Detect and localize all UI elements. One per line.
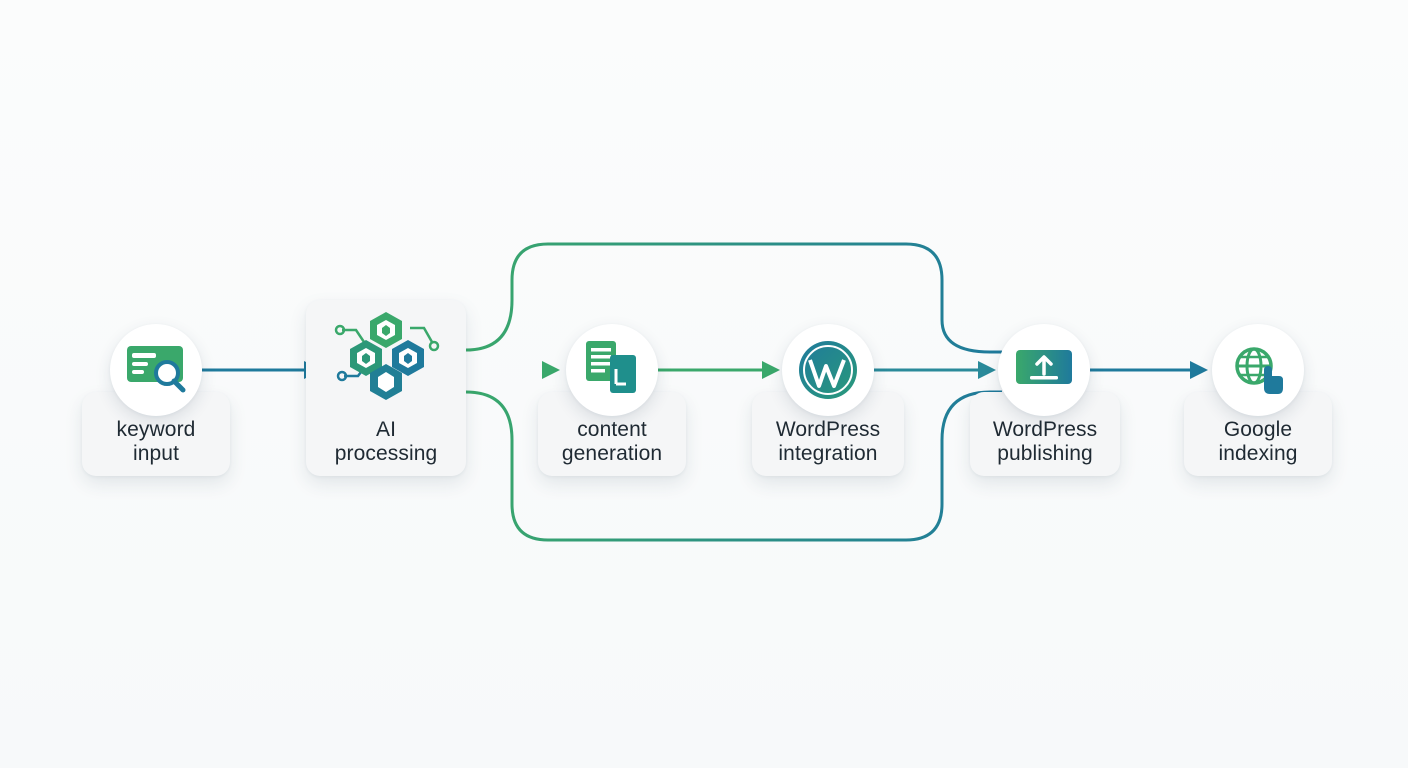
node-label: AI processing — [334, 418, 438, 465]
node-label: keyword input — [116, 418, 196, 465]
arrowhead-integration-to-publishing — [978, 361, 996, 379]
ai-hexagon-network-icon — [334, 312, 440, 400]
loop-bottom-connector — [465, 390, 1002, 542]
keyword-search-icon — [127, 346, 186, 393]
icon-circle — [1212, 324, 1304, 416]
icon-circle — [998, 324, 1090, 416]
loop-top-connector — [465, 242, 1002, 354]
card: WordPress integration — [752, 392, 904, 476]
card: keyword input — [82, 392, 230, 476]
arrowhead-ai-to-content — [542, 361, 560, 379]
arrowhead-publishing-to-indexing — [1190, 361, 1208, 379]
arrowhead-content-to-integration — [762, 361, 780, 379]
documents-icon — [586, 341, 636, 393]
node-label: WordPress publishing — [992, 418, 1098, 465]
globe-pointer-icon — [1235, 347, 1283, 394]
node-label: WordPress integration — [775, 418, 881, 465]
upload-icon — [1016, 350, 1072, 384]
icon-circle — [110, 324, 202, 416]
wordpress-logo-icon — [799, 341, 857, 399]
icon-circle — [782, 324, 874, 416]
node-label: Google indexing — [1218, 418, 1298, 465]
icon-circle — [566, 324, 658, 416]
node-label: content generation — [561, 418, 663, 465]
